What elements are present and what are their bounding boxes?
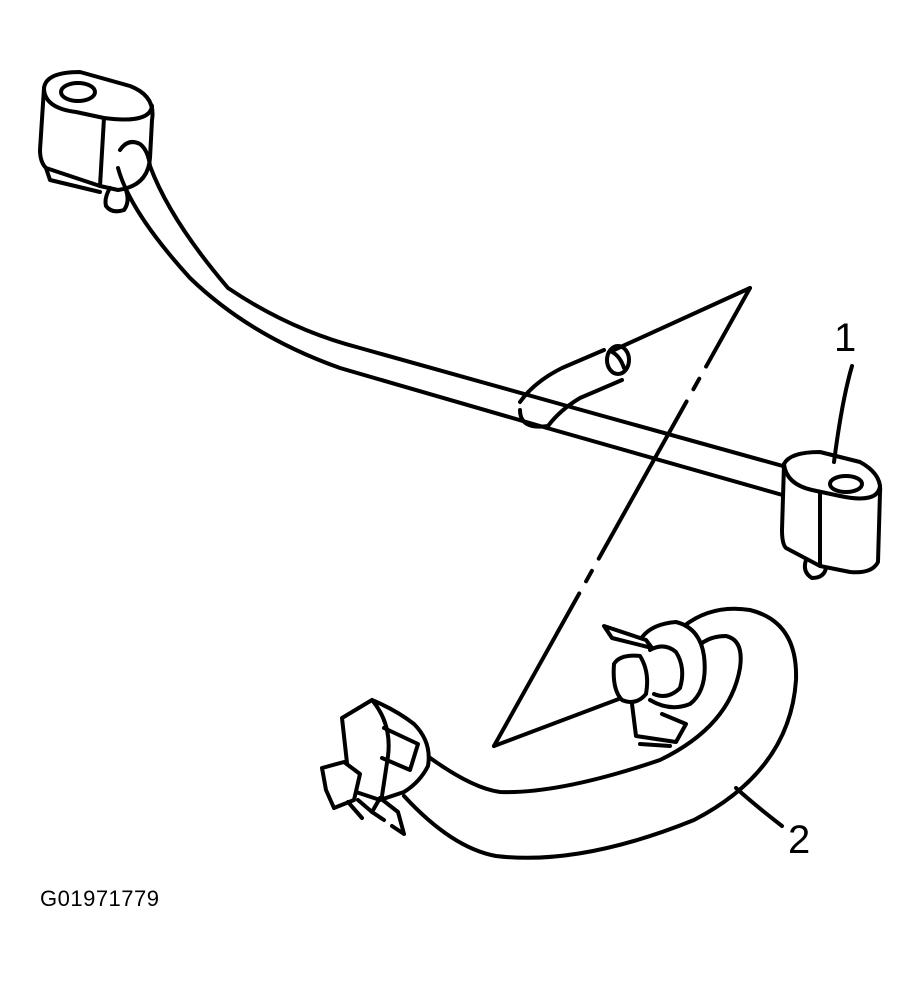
callout-leader-1 (832, 364, 854, 464)
upper-quick-connector (602, 620, 707, 748)
main-tube (116, 140, 792, 498)
callout-1-label: 1 (834, 316, 857, 360)
callout-2-label: 2 (788, 818, 811, 862)
branch-tube (518, 344, 631, 429)
figure-code: G01971779 (40, 886, 160, 911)
right-mounting-block (780, 450, 883, 580)
hose-assembly (320, 606, 799, 860)
callout-leader-2 (734, 786, 784, 828)
fuel-tube-assembly (38, 70, 883, 580)
left-quick-connector (320, 698, 431, 836)
